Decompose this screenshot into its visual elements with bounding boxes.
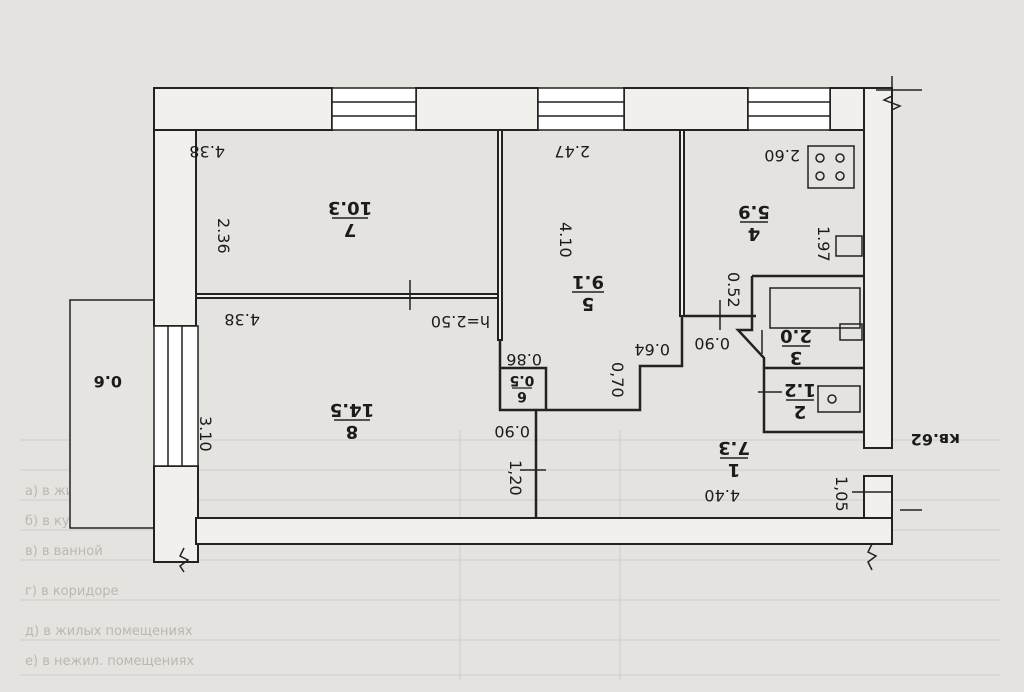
dimension-labels: 4.38 2.36 2.47 4.10 2.60 1.97 0.52 0.90 … — [94, 142, 960, 512]
room-3-label: 3 2.0 — [780, 325, 812, 368]
balcony — [69, 299, 157, 529]
svg-text:2.0: 2.0 — [780, 325, 812, 346]
notch-depth-label: 0,70 — [608, 362, 627, 398]
svg-text:1: 1 — [728, 459, 741, 480]
hall-depth-label: 1,20 — [506, 460, 525, 496]
form-line: д) в жилых помещениях — [25, 624, 193, 639]
bath-gap-label: 0.52 — [724, 272, 743, 308]
stove-icon — [807, 145, 855, 189]
svg-text:7: 7 — [344, 219, 357, 240]
room8-width-label: 4.38 — [224, 310, 260, 329]
room4-width-label: 2.60 — [764, 146, 800, 165]
balcony-area-label: 0.6 — [94, 372, 122, 391]
form-line: в) в ванной — [25, 544, 103, 559]
svg-text:14.5: 14.5 — [330, 399, 374, 420]
bath-wall-label: 0.90 — [694, 334, 730, 353]
ceiling-height-label: h=2.50 — [431, 312, 490, 331]
hall-width-label: 4.40 — [704, 486, 740, 505]
entry-width-label: 1,05 — [832, 476, 851, 512]
room6-depth-label: 0.90 — [494, 422, 530, 441]
room-7-label: 7 10.3 — [328, 197, 372, 240]
windows — [153, 87, 831, 467]
break-marks — [178, 76, 922, 573]
door-ticks — [409, 280, 892, 493]
svg-text:9.1: 9.1 — [572, 271, 604, 292]
room6-width-label: 0.86 — [506, 350, 542, 369]
notch-width-label: 0.64 — [634, 340, 670, 359]
room-2-label: 2 1.2 — [784, 379, 816, 422]
washbasin-icon — [839, 323, 863, 341]
svg-text:5.9: 5.9 — [738, 201, 770, 222]
walls — [153, 87, 893, 563]
partitions — [498, 274, 864, 518]
room-labels: 7 10.3 5 9.1 4 5.9 8 14.5 6 0.5 3 2.0 — [328, 197, 816, 480]
svg-text:6: 6 — [517, 388, 527, 404]
svg-text:0.5: 0.5 — [510, 372, 535, 388]
svg-text:5: 5 — [582, 293, 595, 314]
room-4-label: 4 5.9 — [738, 201, 770, 244]
svg-text:3: 3 — [790, 347, 803, 368]
room-5-label: 5 9.1 — [572, 271, 604, 314]
svg-text:1.2: 1.2 — [784, 379, 816, 400]
room4-depth-label: 1.97 — [814, 226, 833, 262]
svg-text:10.3: 10.3 — [328, 197, 372, 218]
fixtures — [807, 145, 863, 413]
room-6-label: 6 0.5 — [510, 372, 535, 404]
room7-depth-label: 2.36 — [214, 218, 233, 254]
room8-depth-label: 3.10 — [196, 416, 215, 452]
room-1-label: 1 7.3 — [718, 437, 750, 480]
room5-depth-label: 4.10 — [556, 222, 575, 258]
sink-icon — [835, 235, 863, 257]
svg-text:2: 2 — [794, 401, 807, 422]
room-8-label: 8 14.5 — [330, 399, 374, 442]
apartment-label: кв.62 — [911, 430, 960, 449]
room7-width-label: 4.38 — [189, 142, 225, 161]
room5-width-label: 2.47 — [554, 142, 590, 161]
toilet-icon — [817, 385, 861, 413]
svg-text:4: 4 — [748, 223, 761, 244]
svg-text:8: 8 — [346, 421, 359, 442]
form-line: е) в нежил. помещениях — [25, 654, 194, 669]
form-line: г) в коридоре — [25, 584, 119, 599]
svg-text:7.3: 7.3 — [718, 437, 750, 458]
